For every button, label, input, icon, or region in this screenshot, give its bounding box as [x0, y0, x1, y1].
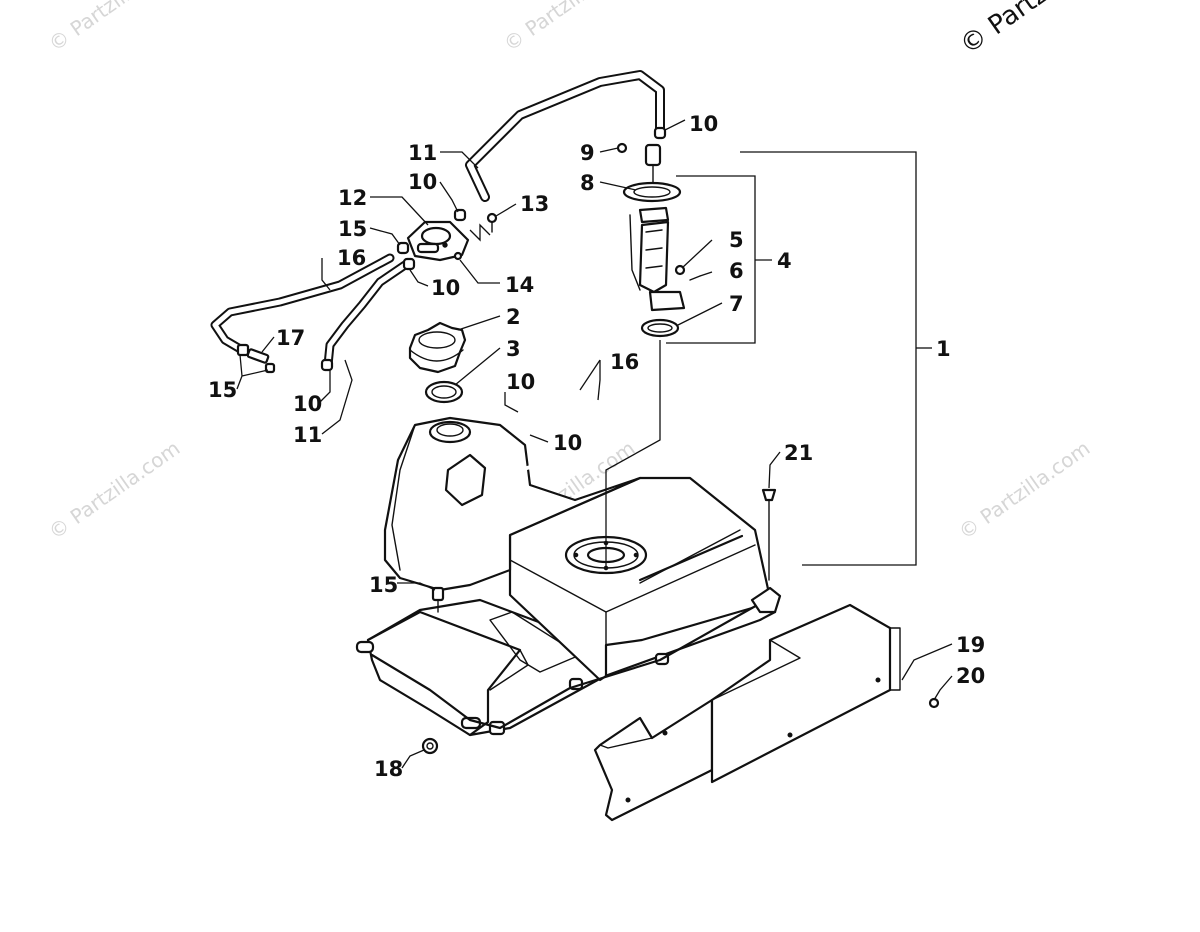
callout-18: 18	[374, 757, 403, 781]
watermark: © Partzilla.com	[44, 436, 184, 544]
callout-15-left: 15	[208, 378, 237, 402]
watermark: © Partzilla.com	[44, 0, 184, 56]
callout-6: 6	[729, 259, 744, 283]
fuel-tank-body	[355, 416, 782, 737]
callout-10-top: 10	[689, 112, 718, 136]
vent-hose-lower	[438, 396, 614, 590]
fuel-pump-assembly	[616, 126, 701, 338]
fuel-cap	[408, 321, 467, 404]
small-hardware	[421, 488, 940, 755]
callout-4: 4	[777, 249, 792, 273]
callout-11-top: 11	[408, 141, 437, 165]
vent-hose-upper	[465, 70, 665, 202]
callout-20: 20	[956, 664, 985, 688]
leader-lines	[236, 119, 953, 769]
callout-3: 3	[506, 337, 521, 361]
callout-2: 2	[506, 305, 521, 329]
callout-9: 9	[580, 141, 595, 165]
callout-17: 17	[276, 326, 305, 350]
callout-21: 21	[784, 441, 813, 465]
callout-19: 19	[956, 633, 985, 657]
callout-15-top: 15	[338, 217, 367, 241]
watermark-corner: © Partzi	[955, 0, 1059, 61]
callout-10-valve: 10	[408, 170, 437, 194]
callout-16-left: 16	[337, 246, 366, 270]
callout-15-lower: 15	[369, 573, 398, 597]
callout-10-left: 10	[431, 276, 460, 300]
watermark: © Partzilla.com	[954, 436, 1094, 544]
callout-16-mid: 16	[610, 350, 639, 374]
callout-11-left-low: 11	[293, 423, 322, 447]
callout-10-left-low: 10	[293, 392, 322, 416]
heat-shield-part	[593, 603, 901, 822]
left-hoses	[210, 253, 410, 374]
rollover-valve	[396, 208, 498, 271]
callout-8: 8	[580, 171, 595, 195]
callout-12: 12	[338, 186, 367, 210]
callout-10-mid-low: 10	[553, 431, 582, 455]
callout-1: 1	[936, 337, 951, 361]
callout-5: 5	[729, 228, 744, 252]
group-brackets	[605, 151, 932, 570]
callout-13: 13	[520, 192, 549, 216]
callout-14: 14	[505, 273, 534, 297]
callouts: 1 2 3 4 5 6 7 8 9 10 11 10 12 13 15 16 1…	[208, 112, 985, 781]
watermarks: © Partzilla.com © Partzilla.com © Partzi…	[44, 0, 1094, 544]
watermark: © Partzilla.com	[499, 0, 639, 56]
callout-7: 7	[729, 292, 744, 316]
callout-10-mid: 10	[506, 370, 535, 394]
